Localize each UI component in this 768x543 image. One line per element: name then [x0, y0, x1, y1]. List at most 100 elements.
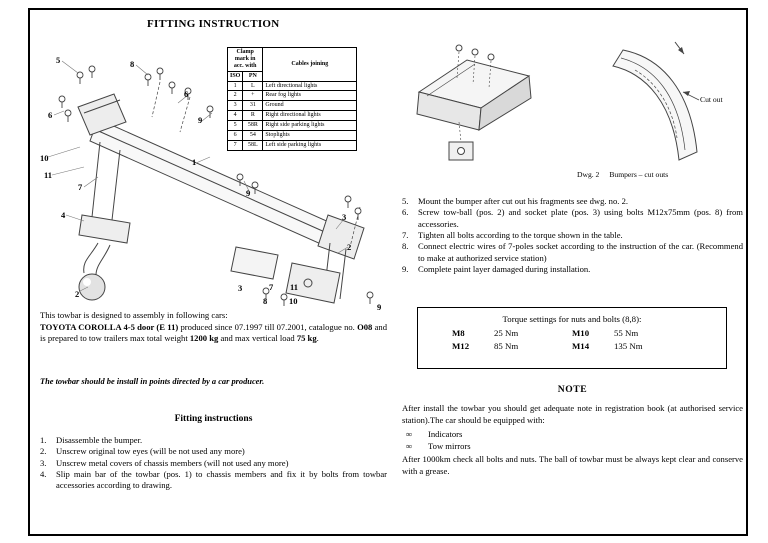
clamp-row: 1 L Left directional lights: [226, 80, 358, 92]
clamp-mark-header: Clamp mark in acc. with: [226, 47, 264, 72]
infinity-bullet-icon: ∞: [406, 429, 413, 439]
part-callout: 10: [289, 296, 298, 306]
part-callout: 11: [290, 282, 299, 292]
cable-cell: Rear fog lights: [262, 90, 358, 102]
step-item: 5. Mount the bumper after cut out his fr…: [402, 196, 743, 207]
part-callout: 3: [342, 212, 347, 222]
part-callout: 5: [56, 55, 61, 65]
bullet-item: ∞ Indicators: [402, 429, 743, 441]
part-callout: 9: [246, 188, 251, 198]
intro-paragraph: This towbar is designed to assembly in f…: [40, 310, 387, 344]
cable-cell: Left directional lights: [262, 80, 358, 92]
steps-5-9-list: 5. Mount the bumper after cut out his fr…: [402, 196, 743, 275]
iso-cell: 7: [226, 139, 244, 151]
torque-value: 55 Nm: [614, 328, 639, 338]
max-load: 75 kg: [296, 333, 317, 344]
cables-joining-header: Cables joining: [262, 47, 358, 82]
part-callout: 7: [78, 182, 83, 192]
step-item: 7. Tighten all bolts according to the to…: [402, 230, 743, 241]
iso-cell: 1: [226, 80, 244, 92]
cutout-label: Cut out: [700, 95, 723, 104]
iso-cell: 6: [226, 130, 244, 141]
part-callout: 10: [40, 153, 49, 163]
note-paragraph-2: After 1000km check all bolts and nuts. T…: [402, 454, 743, 476]
producer-warning: The towbar should be install in points d…: [40, 377, 265, 386]
bullet-text: Tow mirrors: [428, 440, 471, 451]
bolt-size: M8: [452, 328, 465, 338]
clamp-row: 3 31 Ground: [226, 100, 358, 112]
torque-row: M12 85 Nm M14 135 Nm: [418, 341, 726, 351]
caption-text: Bumpers – cut outs: [609, 170, 669, 179]
torque-value: 25 Nm: [494, 328, 519, 338]
caption-number: Dwg. 2: [577, 170, 600, 179]
part-callout: 11: [44, 170, 53, 180]
step-text: Unscrew original tow eyes (will be not u…: [56, 446, 245, 457]
pn-col-header: PN: [242, 70, 264, 82]
pn-cell: L: [242, 80, 264, 92]
note-paragraph-1: After install the towbar you should get …: [402, 403, 743, 425]
step-number: 2.: [40, 446, 47, 457]
pn-cell: R: [242, 110, 264, 122]
step-item: 1. Disassemble the bumper.: [40, 435, 387, 446]
intro-line1: This towbar is designed to assembly in f…: [40, 310, 228, 320]
infinity-bullet-icon: ∞: [406, 440, 413, 451]
iso-cell: 5: [226, 120, 244, 132]
clamp-table: Clamp mark in acc. with Cables joining I…: [226, 47, 358, 151]
part-callout: 6: [184, 89, 189, 99]
step-number: 7.: [402, 230, 409, 241]
part-callout: 6: [48, 110, 53, 120]
steps-1-4-list: 1. Disassemble the bumper. 2. Unscrew or…: [40, 435, 387, 492]
part-callout: 3: [238, 283, 243, 293]
note-heading: NOTE: [557, 384, 588, 395]
document-page: FITTING INSTRUCTION: [28, 8, 748, 536]
clamp-row: 2 + Rear fog lights: [226, 90, 358, 102]
step-number: 9.: [402, 264, 409, 275]
bolt-size: M14: [572, 341, 590, 351]
iso-col-header: ISO: [226, 70, 244, 82]
step-item: 8. Connect electric wires of 7-poles soc…: [402, 241, 743, 264]
step-text: Unscrew metal covers of chassis members …: [56, 457, 289, 468]
iso-cell: 3: [226, 100, 244, 112]
bumper-cutout-drawing: Cut out Dwg. 2 Bumpers – cut outs: [407, 40, 752, 190]
step-item: 3. Unscrew metal covers of chassis membe…: [40, 458, 387, 469]
torque-settings-box: Torque settings for nuts and bolts (8,8)…: [417, 307, 727, 369]
cable-cell: Right directional lights: [262, 110, 358, 122]
iso-cell: 2: [226, 90, 244, 102]
step-text: Disassemble the bumper.: [56, 435, 143, 445]
step-text: Connect electric wires of 7-poles socket…: [418, 241, 743, 263]
clamp-row: 7 58L Left side parking lights: [226, 139, 358, 151]
max-weight: 1200 kg: [189, 333, 219, 344]
part-callout: 9: [198, 115, 203, 125]
step-number: 3.: [40, 457, 47, 468]
part-callout: 4: [61, 210, 66, 220]
step-text: Tighten all bolts according to the torqu…: [418, 230, 623, 241]
step-number: 5.: [402, 196, 409, 206]
step-text: Screw tow-ball (pos. 2) and socket plate…: [418, 207, 743, 229]
car-model: TOYOTA COROLLA 4-5 door (E 11): [40, 321, 179, 332]
cable-cell: Stoplights: [262, 130, 358, 141]
part-callout: 7: [269, 282, 274, 292]
towbar-drawing-svg: [47, 60, 374, 307]
step-item: 2. Unscrew original tow eyes (will be no…: [40, 446, 387, 457]
torque-title: Torque settings for nuts and bolts (8,8)…: [502, 314, 642, 324]
torque-value: 135 Nm: [614, 341, 643, 351]
step-item: 6. Screw tow-ball (pos. 2) and socket pl…: [402, 207, 743, 230]
bullet-text: Indicators: [428, 429, 463, 439]
clamp-row: 5 58R Right side parking lights: [226, 120, 358, 132]
part-callout: 2: [75, 289, 80, 299]
bullet-item: ∞ Tow mirrors: [402, 441, 743, 453]
part-callout: 8: [263, 296, 268, 306]
step-number: 4.: [40, 469, 47, 480]
bumper-drawing-svg: [416, 41, 700, 161]
bolt-size: M12: [452, 341, 470, 351]
torque-row: M8 25 Nm M10 55 Nm: [418, 328, 726, 338]
pn-cell: 31: [242, 100, 264, 112]
page-title: FITTING INSTRUCTION: [147, 18, 280, 30]
cable-cell: Right side parking lights: [262, 120, 358, 132]
pn-cell: 58R: [242, 120, 264, 132]
fitting-instructions-heading: Fitting instructions: [174, 414, 253, 424]
step-text: Mount the bumper after cut out his fragm…: [418, 196, 629, 206]
clamp-row: 4 R Right directional lights: [226, 110, 358, 122]
step-text: Slip main bar of the towbar (pos. 1) to …: [56, 469, 387, 491]
part-callout: 8: [130, 59, 135, 69]
